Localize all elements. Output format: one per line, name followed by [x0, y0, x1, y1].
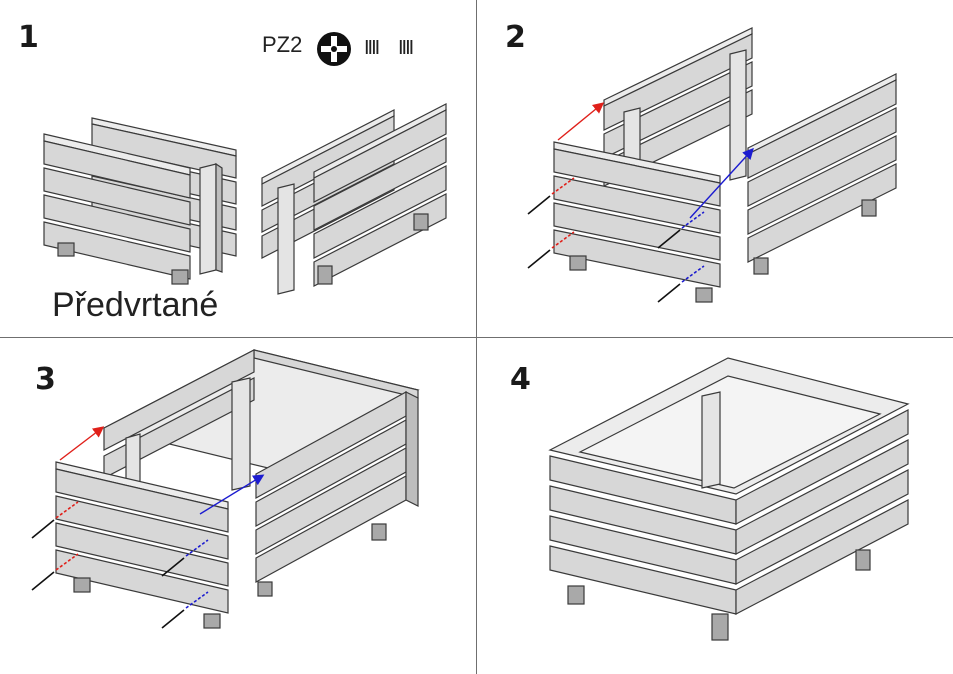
step-2-number: 2	[505, 20, 526, 55]
horizontal-divider	[0, 337, 953, 338]
alignment-arrow-blue	[689, 147, 754, 219]
step-1-number: 1	[18, 20, 39, 55]
front-side-panel	[553, 141, 721, 303]
step-4-number: 4	[510, 362, 531, 397]
side-panel-front	[43, 133, 223, 285]
alignment-arrow-red	[557, 102, 605, 141]
right-end-panel-3	[255, 390, 419, 597]
back-frame	[102, 349, 420, 495]
alignment-arrow-blue	[199, 474, 265, 515]
step-3-parts	[31, 349, 420, 629]
step-1-parts	[43, 103, 447, 295]
bit-label: PZ2	[262, 32, 303, 57]
screw-icon: IIII	[398, 37, 414, 59]
screw-icon: IIII	[364, 37, 380, 59]
step-4-assembled-planter	[548, 357, 910, 641]
pozidriv-icon	[317, 32, 351, 66]
screws-step-3	[31, 501, 209, 629]
alignment-arrow-red	[59, 426, 105, 461]
step-3-number: 3	[35, 362, 56, 397]
screws-step-2	[527, 177, 705, 303]
end-panel-pieces	[261, 103, 447, 295]
predrilled-label: Předvrtané	[52, 286, 219, 324]
right-end-panel	[747, 73, 897, 275]
front-side-panel-3	[55, 461, 229, 629]
step-2-parts	[527, 27, 897, 303]
